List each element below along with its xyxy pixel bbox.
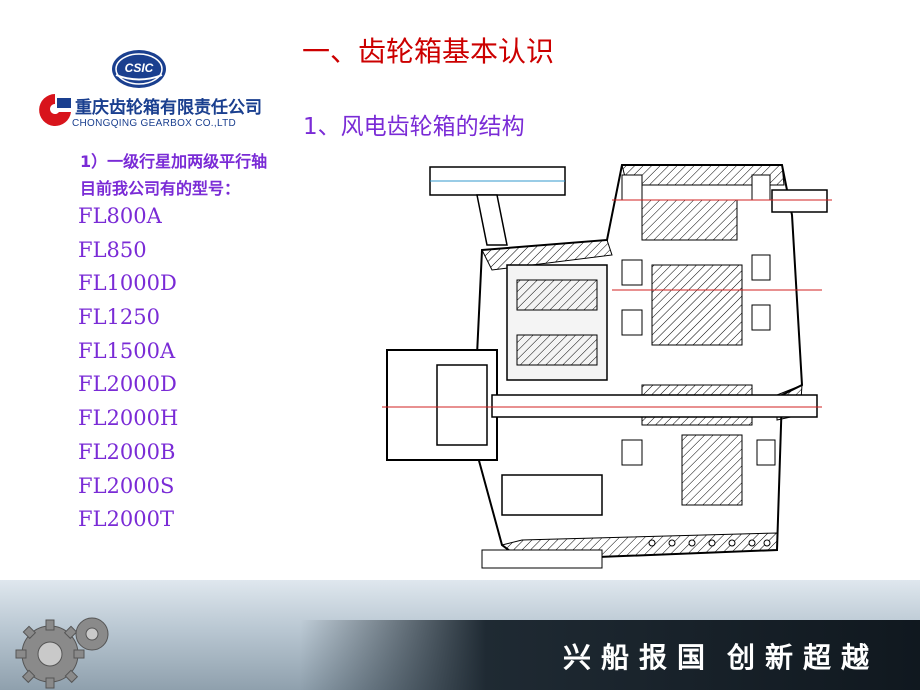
company-logo-icon [39, 94, 71, 126]
model-item: FL2000B [78, 439, 176, 464]
footer-dark-band [300, 620, 920, 690]
model-item: FL1000D [78, 271, 177, 296]
model-item: FL1250 [78, 305, 160, 330]
company-name-en: CHONGQING GEARBOX CO.,LTD [72, 118, 236, 129]
section-subtitle: 1、风电齿轮箱的结构 [303, 114, 525, 140]
model-item: FL2000T [78, 507, 174, 532]
model-item: FL2000H [78, 406, 179, 431]
company-name-cn: 重庆齿轮箱有限责任公司 [75, 98, 262, 118]
models-heading: 目前我公司有的型号： [80, 179, 241, 198]
csic-badge-text: CSIC [125, 61, 154, 75]
gearbox-drawing [382, 164, 832, 569]
gear-decoration-icon [15, 617, 109, 689]
model-item: FL2000D [78, 372, 177, 397]
slogan-left: 兴船报国 [563, 641, 716, 674]
model-item: FL850 [78, 237, 147, 262]
slogan-right: 创新超越 [727, 641, 880, 674]
structure-description: 1）一级行星加两级平行轴 [80, 152, 268, 171]
model-item: FL2000S [78, 473, 175, 498]
model-item: FL800A [78, 204, 162, 228]
model-item: FL1500A [78, 338, 176, 363]
page-title: 一、齿轮箱基本认识 [302, 35, 555, 68]
csic-logo-icon: CSIC [112, 50, 166, 88]
model-list: FL800A FL850 FL1000D FL1250 FL1500A FL20… [78, 200, 178, 537]
